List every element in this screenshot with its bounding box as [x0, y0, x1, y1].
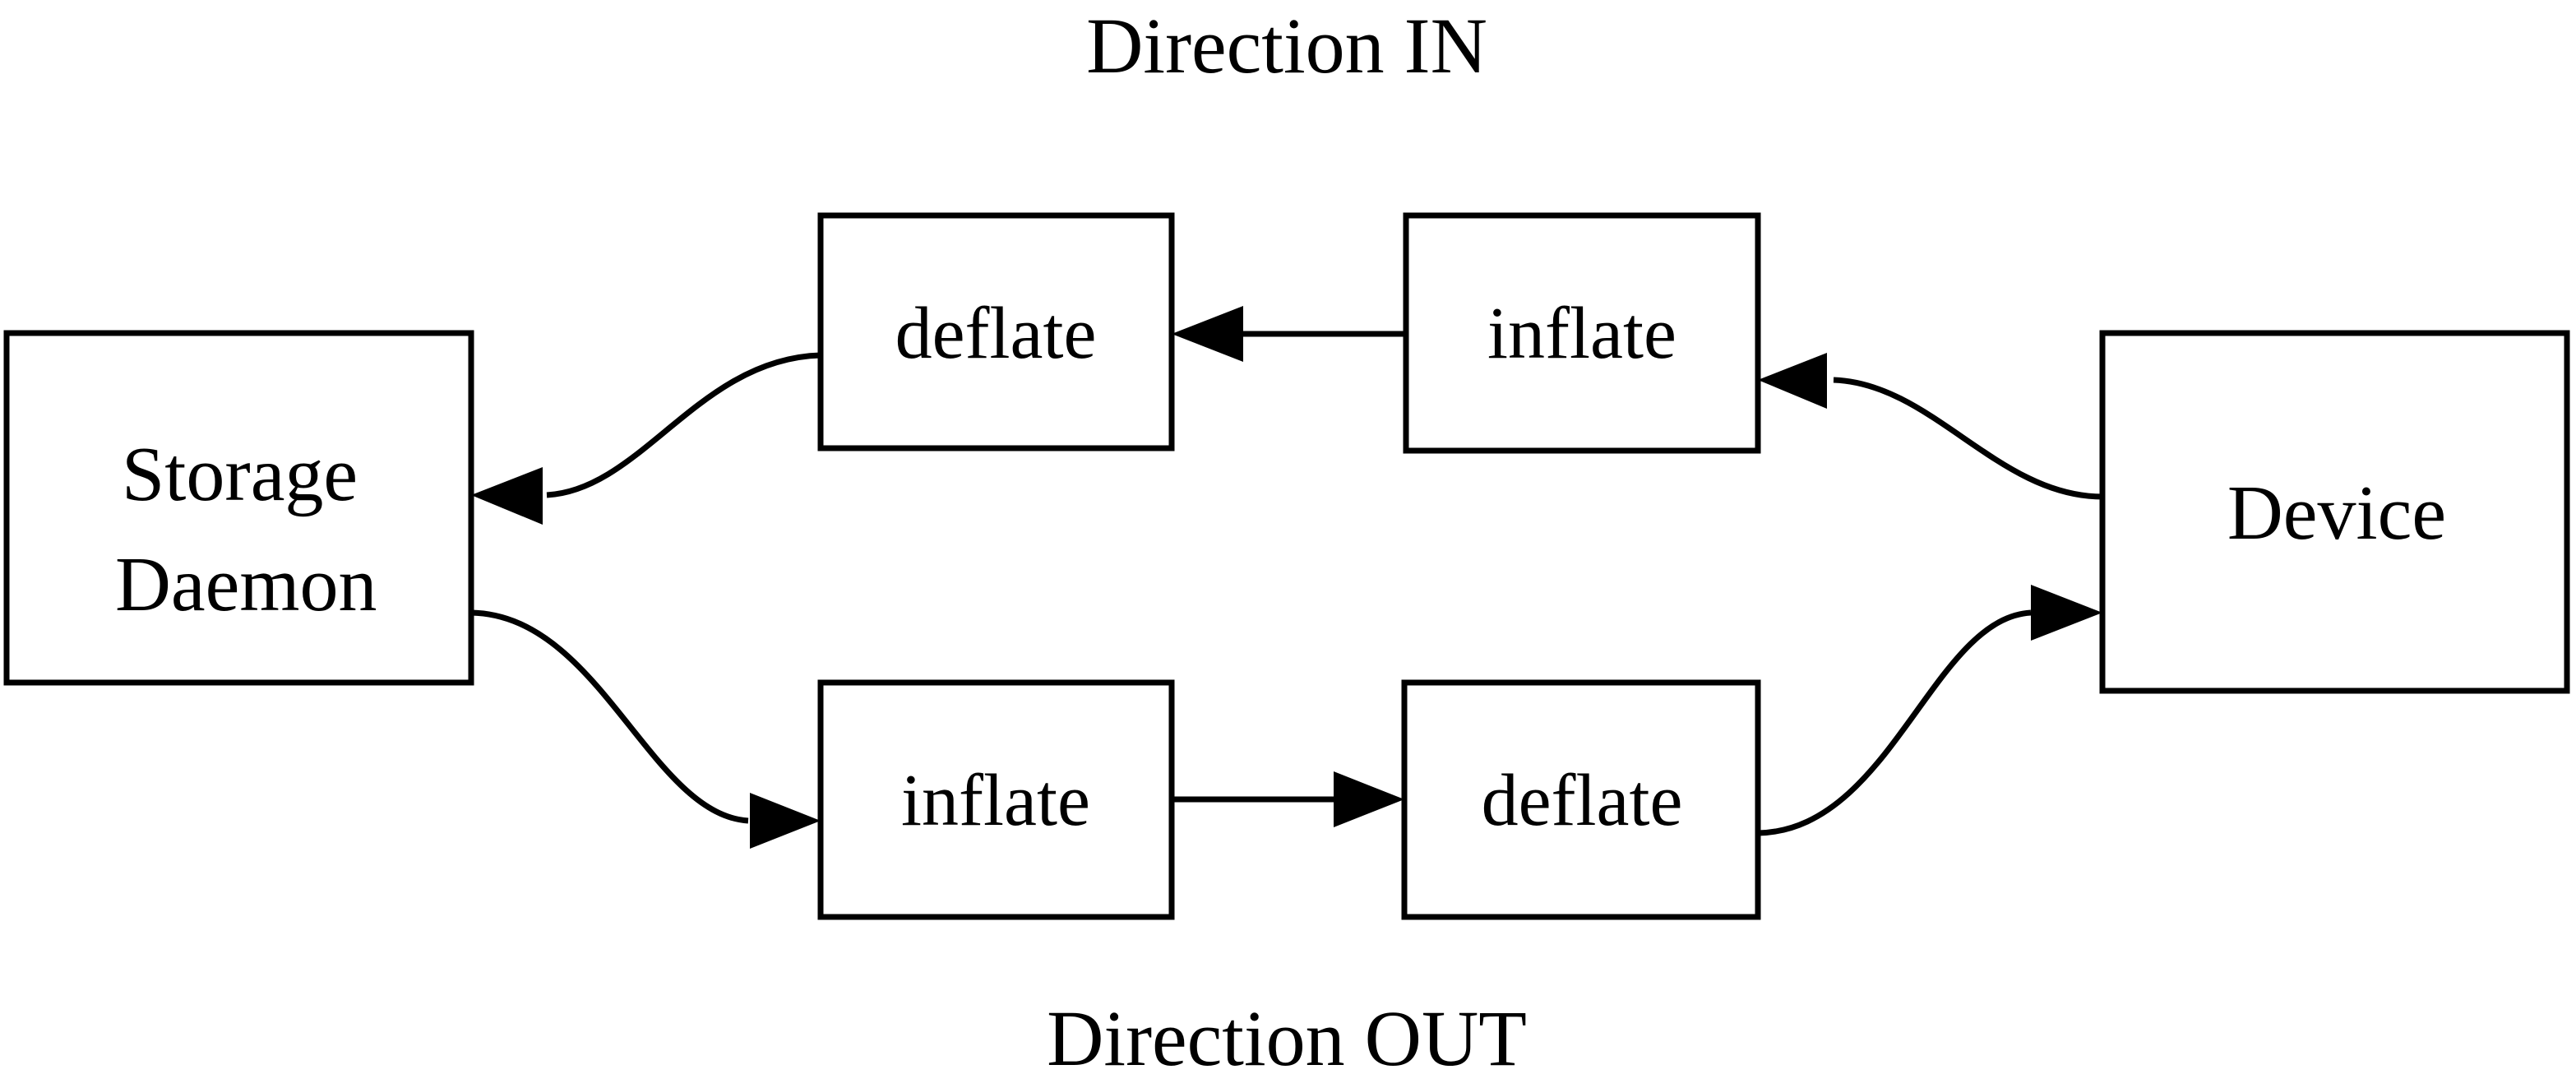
device-box[interactable]: [2099, 330, 2570, 694]
edge-top-inflate-to-top-deflate: [1172, 306, 1406, 362]
top-inflate-box[interactable]: [1403, 212, 1761, 454]
direction-in-caption: Direction IN: [1086, 2, 1487, 90]
node-storage-daemon[interactable]: Storage Daemon: [3, 330, 474, 686]
device-label: Device: [2227, 470, 2446, 556]
node-device[interactable]: Device: [2099, 330, 2570, 694]
node-bottom-deflate[interactable]: deflate: [1401, 679, 1761, 920]
edge-bottom-inflate-to-bottom-deflate: [1172, 771, 1404, 827]
storage-daemon-box[interactable]: [3, 330, 474, 686]
node-top-inflate[interactable]: inflate: [1403, 212, 1761, 454]
edge-top-deflate-to-storage-daemon: [471, 352, 821, 525]
bottom-deflate-box[interactable]: [1401, 679, 1761, 920]
edge-bottom-deflate-to-device: [1757, 585, 2102, 836]
node-top-deflate[interactable]: deflate: [817, 212, 1175, 451]
direction-out-caption: Direction OUT: [1047, 994, 1527, 1082]
arrowhead-icon: [750, 793, 821, 849]
bottom-deflate-label: deflate: [1482, 760, 1683, 841]
bottom-inflate-box[interactable]: [817, 679, 1175, 920]
arrowhead-icon: [1172, 306, 1243, 362]
edge-device-to-top-inflate: [1758, 353, 2103, 500]
arrowhead-icon: [471, 467, 543, 525]
top-inflate-label: inflate: [1487, 293, 1676, 374]
arrowhead-icon: [1334, 771, 1404, 827]
storage-daemon-label-line1: Storage: [122, 432, 358, 517]
edge-storage-daemon-to-bottom-inflate: [470, 609, 821, 849]
bottom-inflate-label: inflate: [901, 760, 1090, 841]
storage-daemon-label-line2: Daemon: [115, 542, 377, 627]
node-bottom-inflate[interactable]: inflate: [817, 679, 1175, 920]
arrowhead-icon: [2031, 585, 2102, 641]
arrowhead-icon: [1758, 353, 1827, 409]
top-deflate-label: deflate: [895, 293, 1097, 374]
top-deflate-box[interactable]: [817, 212, 1175, 451]
